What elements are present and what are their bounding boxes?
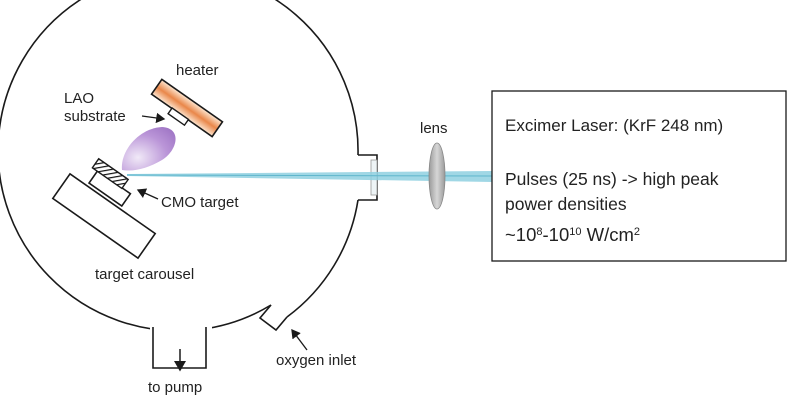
cmo-target-label: CMO target [161,194,239,211]
power-density-prefix: ~10 [505,224,536,245]
target-carousel-label: target carousel [95,266,194,283]
power-density-mid: -10 [543,224,570,245]
to-pump-label: to pump [148,379,202,396]
laser-info-box [491,90,787,262]
oxygen-inlet-label: oxygen inlet [276,352,357,369]
laser-beam [127,171,492,182]
lens-element [428,142,446,210]
target-carousel [51,172,157,260]
lao-label-line2: substrate [64,108,126,125]
laser-title: Excimer Laser: (KrF 248 nm) [505,116,723,135]
lao-label-line1: LAO [64,90,94,107]
laser-pulse-line1: Pulses (25 ns) -> high peak [505,169,719,189]
power-density-exp3: 2 [634,226,640,238]
cmo-target [91,157,130,190]
power-density-unit: W/cm [582,224,634,245]
lens-label: lens [420,120,448,137]
power-density: ~108-1010 W/cm2 [505,224,640,245]
lao-substrate [167,107,190,127]
power-density-exp1: 8 [536,226,542,238]
plasma-plume [121,127,176,171]
oxygen-inlet-port [258,304,288,332]
lao-arrow [141,112,166,124]
power-density-exp2: 10 [569,226,581,238]
heater-label: heater [176,62,219,79]
laser-pulse-line2: power densities [505,194,627,214]
chamber-wall-lower-right [286,199,359,318]
chamber-wall [0,0,359,332]
pump-port [150,318,212,378]
cmo-arrow [136,188,159,200]
oxygen-arrow [291,328,308,351]
